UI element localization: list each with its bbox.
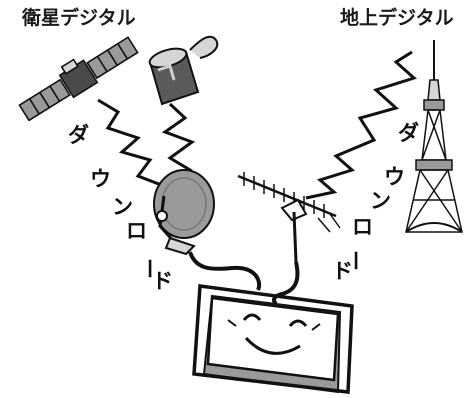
download-left-6: ド <box>152 269 173 293</box>
download-left-5: ー <box>137 258 161 279</box>
signal-wave-left <box>97 98 165 188</box>
satellite-digital-title: 衛星デジタル <box>21 6 136 29</box>
download-left-2: ウ <box>90 167 111 191</box>
download-right-1: ダ <box>398 121 419 145</box>
dish-cable <box>188 251 262 291</box>
download-left-4: ロ <box>126 219 147 243</box>
download-right-3: ン <box>370 189 391 213</box>
broadcast-tower-icon <box>405 40 463 233</box>
smiling-tv-icon <box>192 284 354 394</box>
antenna-cable <box>272 261 300 306</box>
signal-wave-center <box>161 102 196 182</box>
satellite-icon <box>18 36 139 122</box>
download-left-1: ダ <box>68 123 89 147</box>
download-right-6: ド <box>332 259 353 283</box>
space-capsule-icon <box>148 35 219 106</box>
download-right-2: ウ <box>384 165 405 189</box>
uhf-antenna-icon <box>237 172 341 263</box>
download-right-5: ー <box>343 250 367 271</box>
satellite-dish-icon <box>153 169 215 256</box>
terrestrial-digital-title: 地上デジタル <box>340 6 454 29</box>
download-right-4: ロ <box>352 215 373 239</box>
signal-wave-right <box>305 50 417 200</box>
download-left-3: ン <box>112 195 133 219</box>
